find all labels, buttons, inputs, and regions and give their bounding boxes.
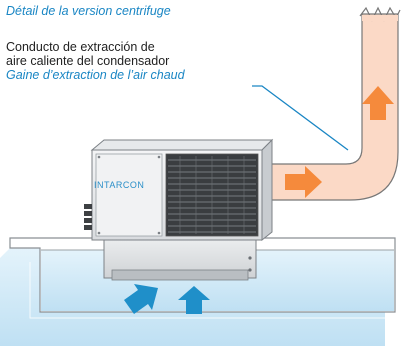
extraction-duct bbox=[261, 13, 399, 201]
callout-line-fr: Gaine d’extraction de l’air chaud bbox=[6, 68, 185, 82]
cold-room bbox=[0, 248, 385, 346]
hot-air-arrow-up bbox=[362, 86, 394, 120]
callout-line-es-1: Conducto de extracción de bbox=[6, 40, 155, 54]
hot-air-arrow-right bbox=[285, 166, 322, 198]
callout-line-es-2: aire caliente del condensador bbox=[6, 54, 170, 68]
cold-air-arrow-out bbox=[124, 284, 158, 314]
callout-leader bbox=[252, 85, 349, 151]
diagram-title: Détail de la version centrifuge bbox=[6, 4, 171, 18]
unit-brand-logo: INTARCON bbox=[94, 180, 145, 190]
duct-callout-label: Conducto de extracción de aire caliente … bbox=[6, 40, 185, 82]
side-connectors bbox=[84, 204, 92, 230]
cold-air-arrow-in bbox=[178, 286, 210, 314]
